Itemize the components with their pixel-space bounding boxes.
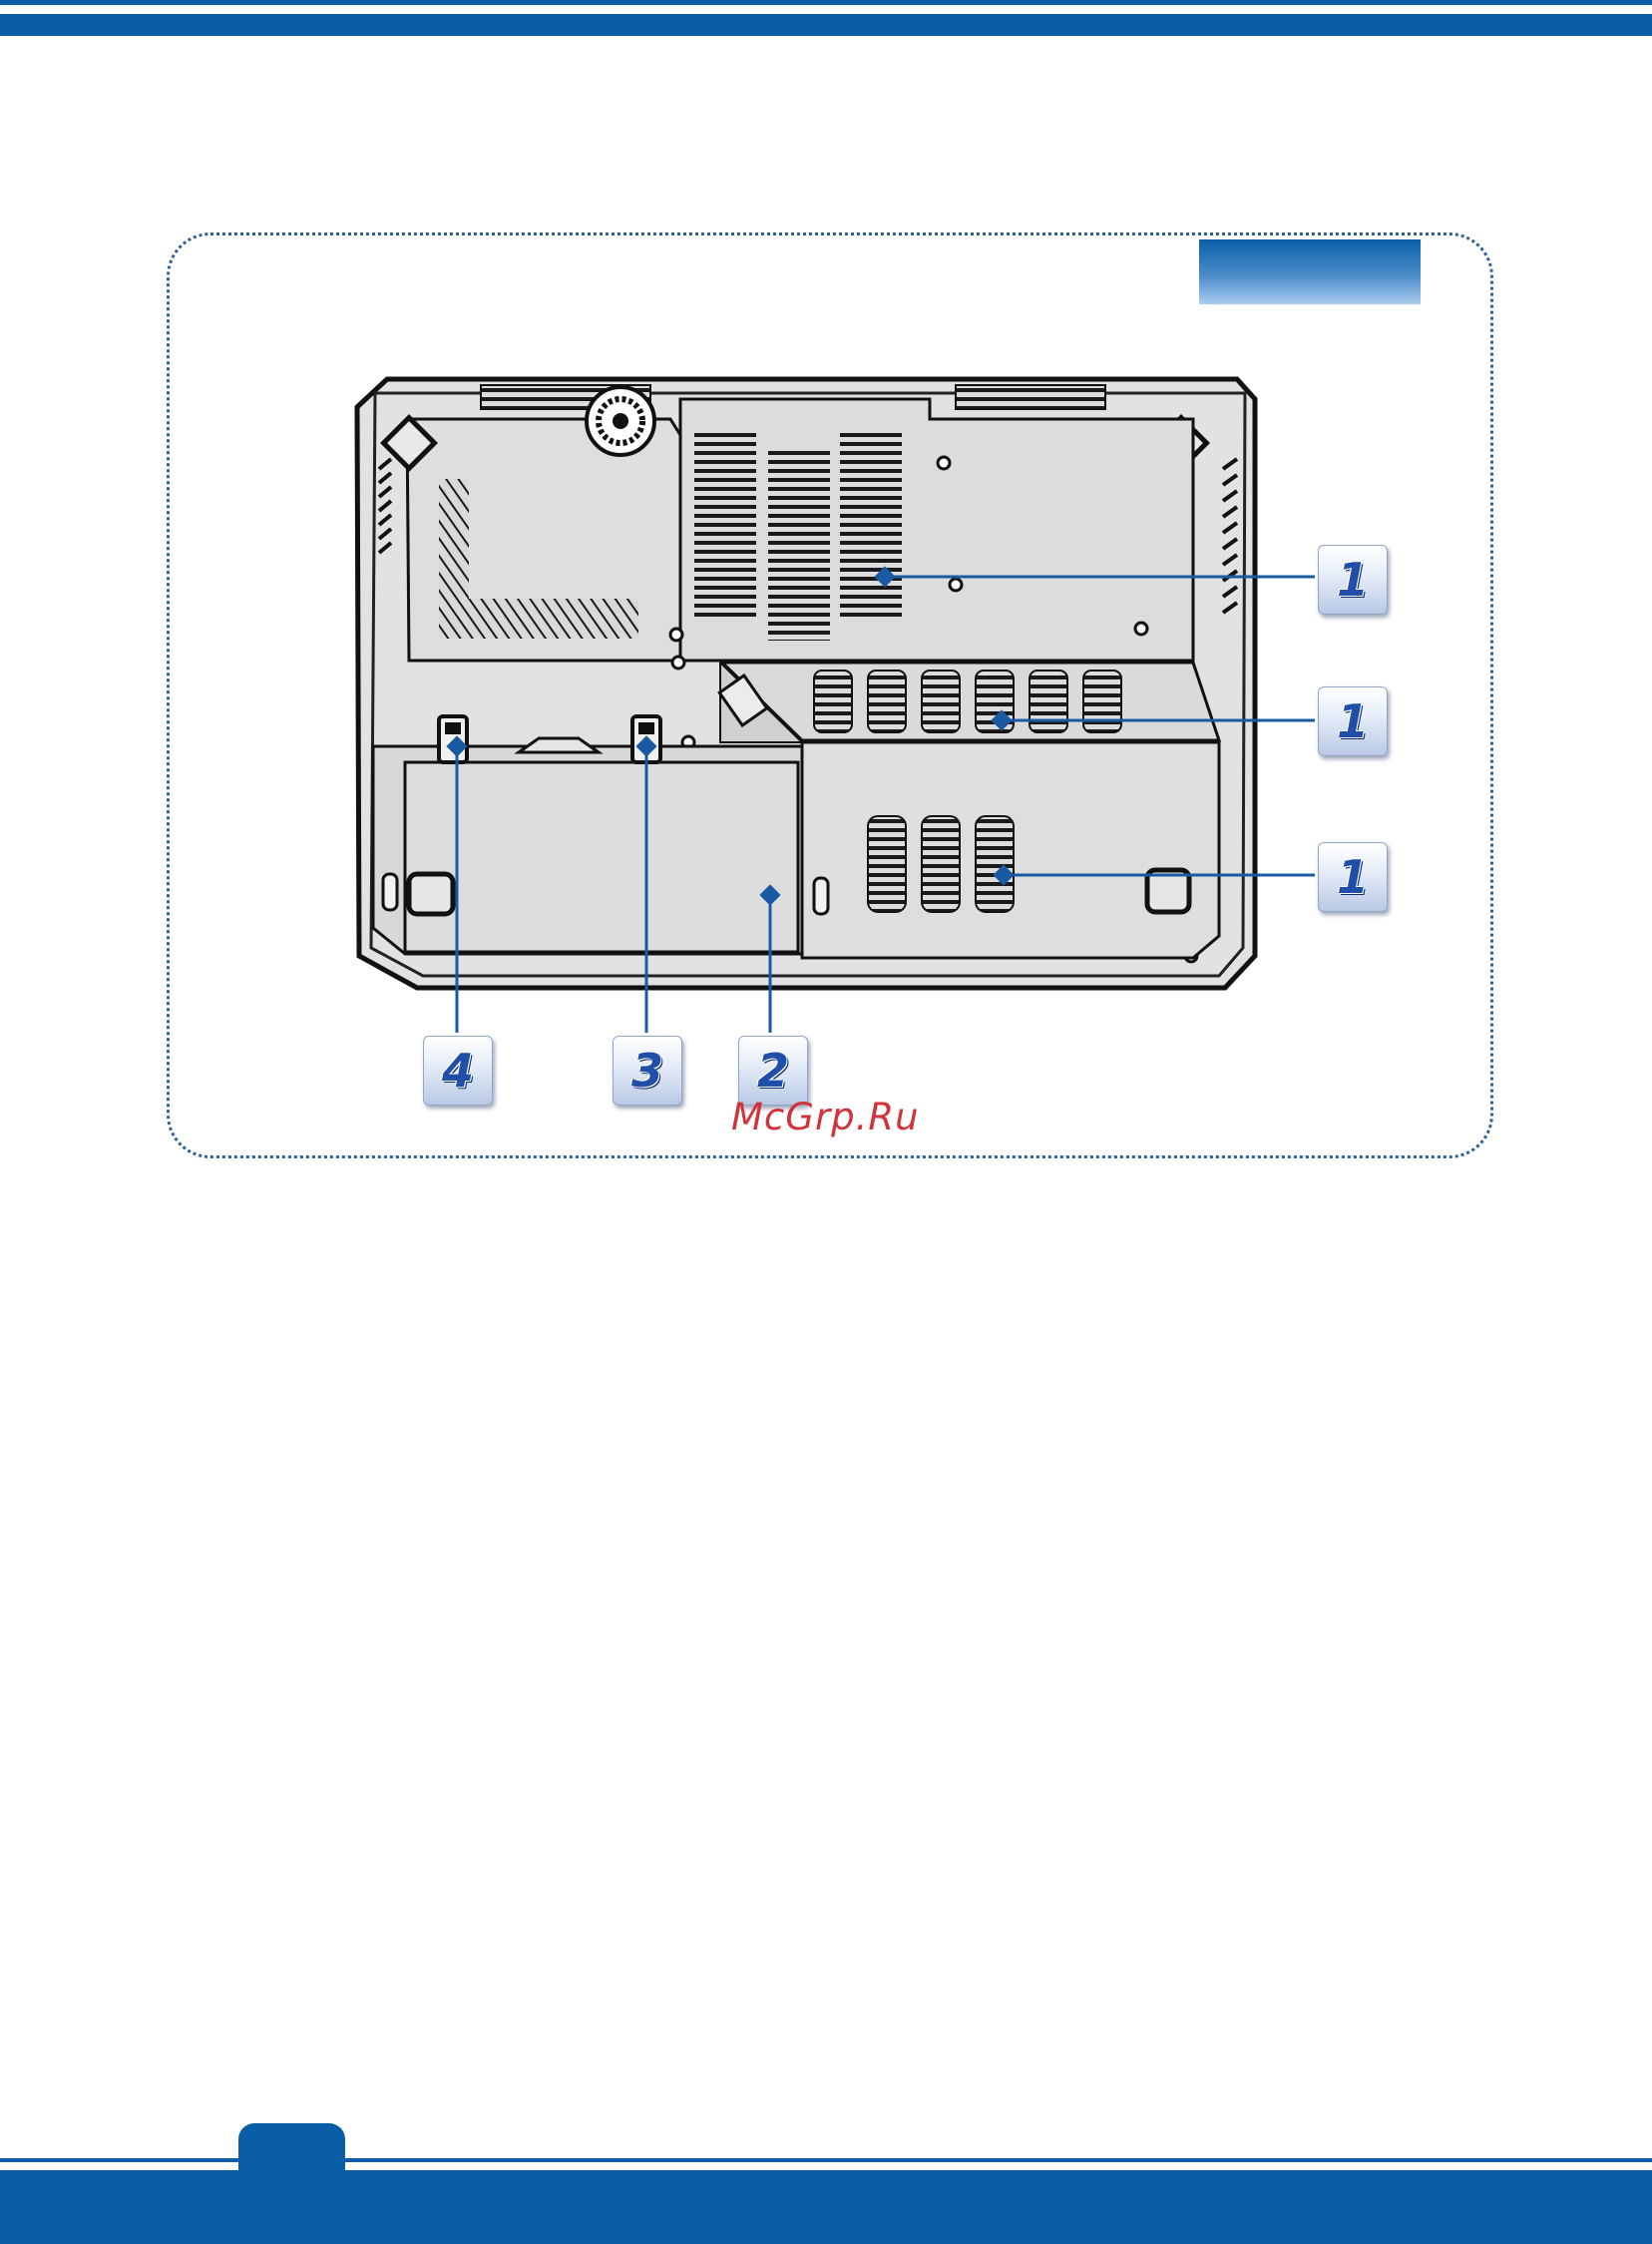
callout-3: 3 — [613, 1036, 682, 1106]
laptop-bottom-view-illustration — [0, 0, 1652, 1237]
watermark-text: McGrp.Ru — [731, 1096, 931, 1139]
fan-icon — [587, 387, 654, 455]
callout-1-top: 1 — [1318, 545, 1388, 615]
vent-grille-b — [768, 451, 830, 641]
battery-release-latch — [439, 716, 467, 762]
vent-grille-a — [694, 431, 756, 621]
callout-1-bottom: 1 — [1318, 842, 1388, 912]
rubber-foot-bottom-left — [409, 874, 453, 914]
mid-vent-panel — [722, 663, 1219, 740]
upper-center-panel — [680, 399, 1193, 661]
lower-vent-grilles — [868, 816, 1014, 912]
vent-grille-c — [840, 431, 902, 621]
top-edge-vent-right — [956, 385, 1105, 409]
callout-1-middle: 1 — [1318, 686, 1388, 756]
battery-pack — [405, 762, 798, 952]
callout-4: 4 — [423, 1036, 493, 1106]
page-number-tab — [238, 2123, 345, 2203]
